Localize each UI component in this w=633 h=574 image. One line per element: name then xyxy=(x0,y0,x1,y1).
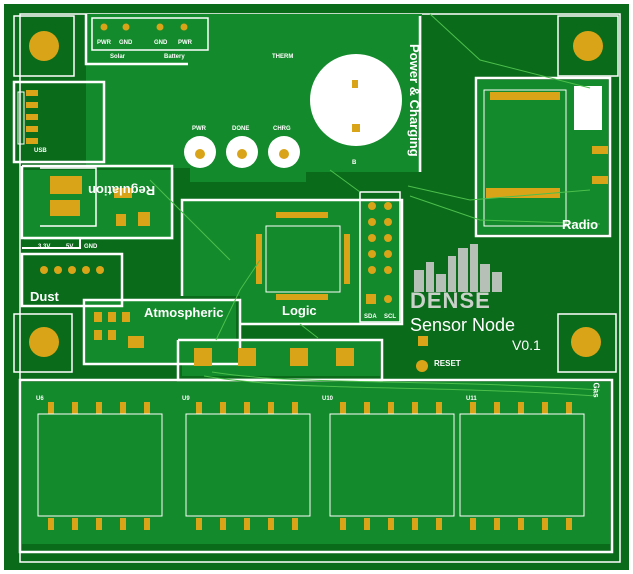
u11-label: U11 xyxy=(466,396,477,402)
gas-section-label: Gas xyxy=(591,382,601,398)
logo-product: Sensor Node xyxy=(410,315,516,335)
gas-sensor-pads xyxy=(48,402,572,530)
sda-label: SDA xyxy=(364,314,377,320)
gnd-pin-label-2: GND xyxy=(154,40,168,46)
pwr-pin-label-2: PWR xyxy=(178,40,192,46)
solar-battery-header xyxy=(91,17,209,51)
pwr-pin-label: PWR xyxy=(97,40,111,46)
reg-outline-in xyxy=(40,167,97,227)
sensor-strip-chips xyxy=(194,348,354,366)
logo-brand: DENSE xyxy=(410,288,491,313)
reset-label: RESET xyxy=(434,359,461,368)
regulation-zone xyxy=(24,170,174,240)
traces xyxy=(149,13,601,397)
sda-scl-outline xyxy=(359,191,401,323)
expansion-header xyxy=(366,202,392,304)
gas-sensor-footprints xyxy=(37,413,585,517)
u9-label: U9 xyxy=(182,396,190,402)
radio-section-label: Radio xyxy=(562,217,599,232)
led-chrg-label: CHRG xyxy=(273,126,291,132)
battery-label: Battery xyxy=(164,54,185,60)
dust-link xyxy=(22,238,81,249)
reset-pad-a xyxy=(418,336,428,346)
coin-cell-holder xyxy=(310,54,402,146)
power-outline xyxy=(84,14,188,66)
radio-outline xyxy=(474,76,612,238)
dust-header xyxy=(40,266,104,274)
dense-skyline-logo xyxy=(414,244,502,292)
dust-outline xyxy=(20,252,124,308)
atmospheric-section-label: Atmospheric xyxy=(144,305,224,320)
atmospheric-parts xyxy=(94,312,144,348)
regulation-parts xyxy=(50,176,150,226)
u6-label: U6 xyxy=(36,396,44,402)
status-leds xyxy=(184,136,300,168)
therm-label: THERM xyxy=(272,54,294,60)
led-done-label: DONE xyxy=(232,126,250,132)
usb-outline xyxy=(12,80,106,164)
regulation-section-label: Regulation xyxy=(88,183,156,198)
b1-label: B xyxy=(352,160,357,166)
power-section-label: Power & Charging xyxy=(407,44,422,157)
v33-label: 3.3V xyxy=(38,244,51,250)
reg-outline xyxy=(20,164,174,240)
led-pwr-label: PWR xyxy=(192,126,206,132)
radio-module xyxy=(483,86,608,227)
scl-label: SCL xyxy=(384,314,396,320)
microcontroller xyxy=(256,212,350,300)
reset-pad-b xyxy=(416,360,428,372)
logo-version: V0.1 xyxy=(512,337,541,353)
logic-outline xyxy=(180,198,404,326)
atm-outline xyxy=(82,298,242,366)
mounting-holes xyxy=(13,15,619,373)
usb-label: USB xyxy=(34,148,47,154)
logic-section-label: Logic xyxy=(282,303,317,318)
dust-gnd-label: GND xyxy=(84,244,98,250)
dust-section-label: Dust xyxy=(30,289,59,304)
usb-connector xyxy=(17,90,38,145)
solar-label: Solar xyxy=(110,54,126,60)
v5-label: 5V xyxy=(66,244,74,250)
coin-cell-pad-a xyxy=(352,80,358,88)
gnd-pin-label: GND xyxy=(119,40,133,46)
u10-label: U10 xyxy=(322,396,334,402)
logic-zone xyxy=(182,200,402,324)
coin-cell-pad-b xyxy=(352,124,360,132)
